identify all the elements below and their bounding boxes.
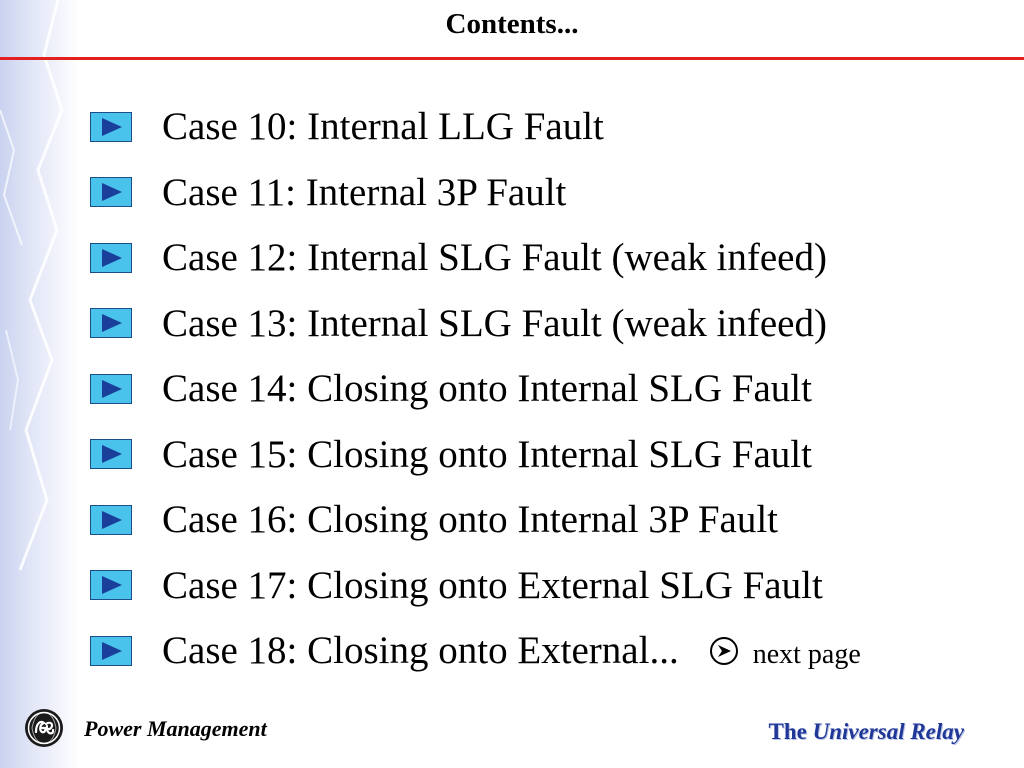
next-page-label: next page: [752, 638, 861, 670]
decorative-side-band: [0, 0, 80, 768]
case-label: Case 16: Closing onto Internal 3P Fault: [162, 498, 779, 542]
play-arrow-icon[interactable]: [90, 373, 132, 404]
play-arrow-icon[interactable]: [90, 242, 132, 273]
page-title: Contents...: [445, 8, 579, 40]
play-arrow-icon[interactable]: [90, 439, 132, 470]
case-link-11[interactable]: Case 11: Internal 3P Fault: [90, 160, 861, 226]
case-label: Case 15: Closing onto Internal SLG Fault: [162, 432, 812, 476]
arrow-circle-icon[interactable]: [709, 636, 739, 666]
next-page-link[interactable]: next page: [709, 631, 861, 671]
title-divider: [0, 57, 1024, 60]
ge-logo: [25, 709, 63, 747]
play-arrow-icon[interactable]: [90, 504, 132, 535]
case-label: Case 18: Closing onto External...: [162, 629, 679, 673]
case-label: Case 14: Closing onto Internal SLG Fault: [162, 367, 812, 411]
case-link-10[interactable]: Case 10: Internal LLG Fault: [90, 94, 861, 160]
case-list: Case 10: Internal LLG Fault Case 11: Int…: [90, 94, 861, 684]
case-link-16[interactable]: Case 16: Closing onto Internal 3P Fault: [90, 487, 861, 553]
case-link-13[interactable]: Case 13: Internal SLG Fault (weak infeed…: [90, 291, 861, 357]
case-label: Case 11: Internal 3P Fault: [162, 170, 567, 214]
play-arrow-icon[interactable]: [90, 177, 132, 208]
play-arrow-icon[interactable]: [90, 635, 132, 666]
case-label: Case 12: Internal SLG Fault (weak infeed…: [162, 236, 827, 280]
footer-product-prefix: The: [768, 719, 807, 744]
case-link-17[interactable]: Case 17: Closing onto External SLG Fault: [90, 553, 861, 619]
case-link-12[interactable]: Case 12: Internal SLG Fault (weak infeed…: [90, 225, 861, 291]
play-arrow-icon[interactable]: [90, 308, 132, 339]
play-arrow-icon[interactable]: [90, 111, 132, 142]
footer-product-name: Universal Relay: [812, 719, 964, 744]
footer-division: Power Management: [84, 716, 267, 741]
case-label: Case 13: Internal SLG Fault (weak infeed…: [162, 301, 827, 345]
play-arrow-icon[interactable]: [90, 570, 132, 601]
footer-product: The Universal Relay: [769, 719, 965, 745]
case-link-14[interactable]: Case 14: Closing onto Internal SLG Fault: [90, 356, 861, 422]
case-label: Case 17: Closing onto External SLG Fault: [162, 563, 823, 607]
case-link-18[interactable]: Case 18: Closing onto External... next p…: [90, 618, 861, 684]
case-link-15[interactable]: Case 15: Closing onto Internal SLG Fault: [90, 422, 861, 488]
case-label: Case 10: Internal LLG Fault: [162, 105, 604, 149]
lightning-decoration: [0, 0, 64, 571]
